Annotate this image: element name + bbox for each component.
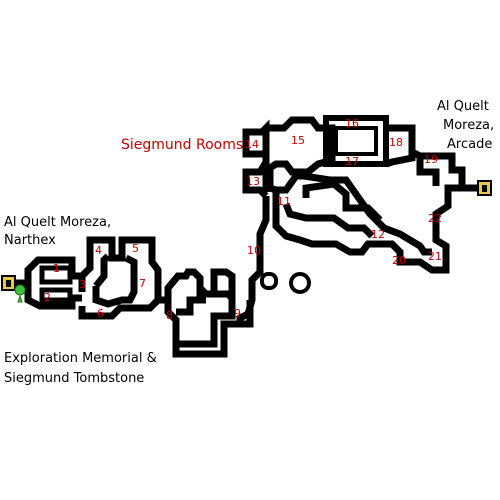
room-number: 19 bbox=[424, 153, 438, 166]
room-number: 16 bbox=[345, 117, 359, 130]
room-number: 8 bbox=[166, 309, 173, 322]
label-line: Al Quelt Moreza, bbox=[4, 215, 111, 230]
room-numbers: 1 2 3 4 5 6 7 8 9 10 11 12 13 14 15 16 1… bbox=[44, 117, 442, 322]
label-line: Arcade bbox=[447, 137, 492, 152]
room-number: 11 bbox=[277, 195, 291, 208]
room-number: 5 bbox=[132, 242, 139, 255]
label-line: Exploration Memorial & bbox=[4, 351, 157, 366]
room-number: 20 bbox=[392, 254, 406, 267]
room-number: 1 bbox=[53, 262, 60, 275]
room-number: 4 bbox=[95, 244, 102, 257]
room-number: 12 bbox=[371, 228, 385, 241]
save-point-icon bbox=[14, 284, 26, 303]
room-number: 15 bbox=[291, 134, 305, 147]
room-number: 3 bbox=[79, 278, 86, 291]
room-number: 21 bbox=[428, 250, 442, 263]
label-line: Siegmund Tombstone bbox=[4, 371, 144, 386]
label-line: Moreza, bbox=[443, 118, 494, 133]
label-line: Narthex bbox=[4, 233, 56, 248]
room-number: 10 bbox=[247, 244, 261, 257]
west-exit-label: Al Quelt Moreza, Narthex bbox=[4, 215, 111, 248]
room-number: 14 bbox=[245, 138, 259, 151]
room-number: 17 bbox=[345, 155, 359, 168]
room-number: 18 bbox=[389, 136, 403, 149]
room-number: 7 bbox=[139, 277, 146, 290]
room-number: 6 bbox=[97, 307, 104, 320]
room-number: 2 bbox=[44, 291, 51, 304]
label-line: Al Quelt bbox=[437, 99, 489, 114]
room-number: 13 bbox=[246, 175, 260, 188]
room-number: 22 bbox=[428, 212, 442, 225]
east-exit-label: Al Quelt Moreza, Arcade bbox=[437, 99, 494, 152]
room-number: 9 bbox=[234, 307, 241, 320]
exit-door-icon bbox=[477, 180, 492, 196]
map-title: Siegmund Rooms bbox=[121, 137, 243, 153]
exit-door-icon bbox=[1, 275, 16, 291]
memorial-label: Exploration Memorial & Siegmund Tombston… bbox=[4, 351, 157, 386]
corridor-walls bbox=[14, 115, 480, 358]
